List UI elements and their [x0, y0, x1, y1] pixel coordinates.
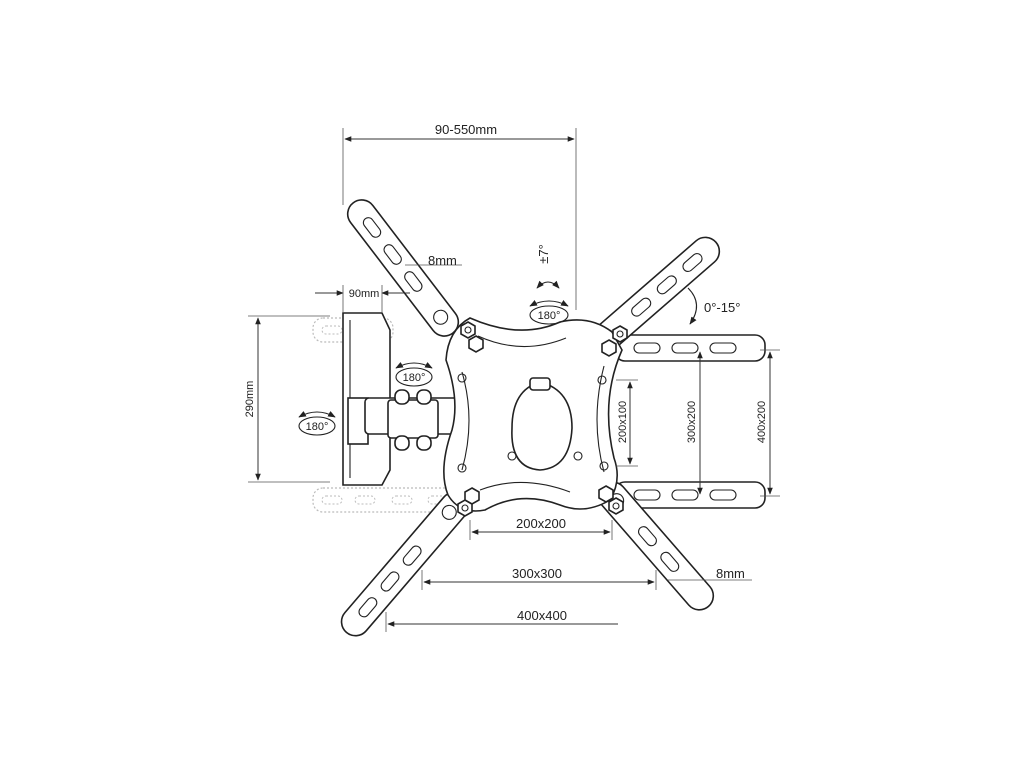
forward-tilt-label: 0°-15° [704, 300, 740, 315]
slot-top-label: 8mm [428, 253, 457, 268]
vesa-400x400-dimension: 400x400 [385, 608, 618, 632]
forward-tilt-indicator: 0°-15° [687, 287, 740, 325]
vesa-400x200-label: 400x200 [756, 401, 768, 443]
arm-span-label: 90-550mm [435, 122, 497, 137]
slot-bottom-label: 8mm [716, 566, 745, 581]
vesa-300x200-label: 300x200 [686, 401, 698, 443]
vesa-400x200-dimension: 400x200 [756, 349, 780, 497]
depth-label: 90mm [349, 288, 380, 300]
vesa-300x300-label: 300x300 [512, 566, 562, 581]
arm-span-dimension: 90-550mm [342, 122, 577, 310]
swivel-arm [364, 389, 476, 451]
side-tilt-label: ±7° [536, 244, 551, 264]
horizontal-bracket-lower [614, 481, 766, 509]
tilt-arc-icon [536, 280, 560, 289]
rotation-indicator-arm: 180° [395, 361, 433, 387]
vesa-300x300-dimension: 300x300 [421, 566, 657, 590]
vesa-300x200-dimension: 300x200 [686, 351, 703, 495]
center-plate [443, 317, 623, 512]
hex-bolt-top-right [612, 325, 628, 343]
side-tilt-indicator: ±7° [536, 244, 560, 289]
height-label: 290mm [244, 381, 256, 418]
vesa-200x200-label: 200x200 [516, 516, 566, 531]
hex-bolt-top-right-inner [601, 339, 617, 357]
hex-bolt-bottom-right [608, 497, 624, 515]
height-dimension: 290mm [244, 315, 330, 483]
slot-callout-top: 8mm [405, 253, 462, 268]
rotation-arm-upper-label: 180° [403, 372, 426, 384]
ghost-arm-lower [312, 487, 464, 513]
rotation-main-label: 180° [538, 310, 561, 322]
hex-bolt-top-left-inner [468, 335, 484, 353]
vesa-200x100-dimension: 200x100 [616, 379, 638, 467]
rotation-arm-left-label: 180° [306, 421, 329, 433]
rotate-arrows-icon [529, 300, 569, 307]
vesa-200x200-dimension: 200x200 [469, 516, 613, 540]
hex-bolt-top-left [460, 321, 476, 339]
tilt-arc-icon [687, 287, 698, 325]
rotate-arrows-icon [395, 361, 433, 369]
rotation-indicator-main: 180° [529, 300, 569, 325]
slot-callout-bottom: 8mm [668, 566, 752, 581]
hex-bolt-bottom-right-inner [598, 485, 614, 503]
vesa-arm-top-left [346, 199, 460, 337]
horizontal-bracket-upper [614, 334, 766, 362]
hex-bolt-bottom-left-inner [464, 487, 480, 505]
vesa-400x400-label: 400x400 [517, 608, 567, 623]
vesa-200x100-label: 200x100 [617, 401, 629, 443]
rotate-arrows-icon [298, 410, 336, 418]
hex-bolt-bottom-left [457, 499, 473, 517]
rotation-indicator-wall: 180° [298, 410, 336, 436]
depth-dimension: 90mm [315, 285, 410, 313]
